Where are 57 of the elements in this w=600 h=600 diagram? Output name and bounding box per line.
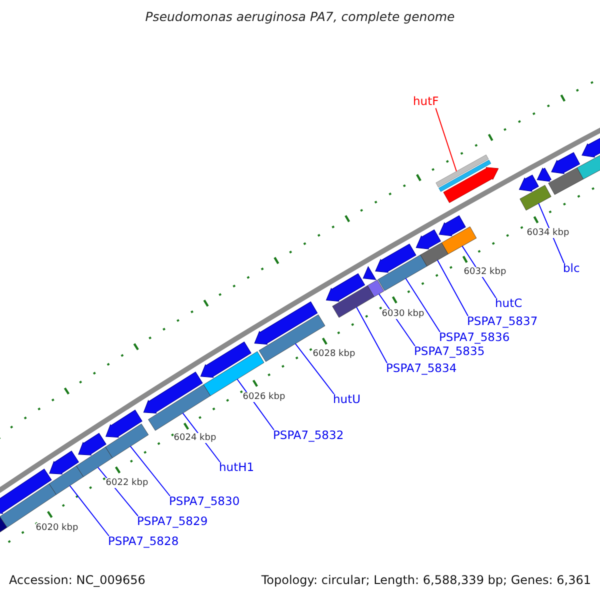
gene-bar [420, 242, 448, 266]
gene-bar [105, 424, 149, 458]
gene-bar [378, 254, 428, 291]
gene-feature [78, 432, 106, 456]
gene-label: PSPA7_5832 [273, 429, 344, 442]
gene-bar [367, 280, 384, 297]
gene-label: hutU [333, 393, 361, 406]
leader-line [69, 485, 110, 536]
gene-label: PSPA7_5835 [414, 345, 485, 358]
gene-feature [416, 229, 441, 250]
gene-bar [332, 285, 374, 318]
gene-label: PSPA7_5836 [439, 331, 510, 344]
gene-bar [520, 185, 552, 210]
gene-feature [536, 167, 552, 182]
gene-feature [375, 244, 416, 273]
gene-feature [362, 266, 376, 280]
gene-label: PSPA7_5828 [108, 535, 179, 548]
gene-feature [518, 174, 539, 192]
leader-line [294, 343, 334, 394]
gene-label: PSPA7_5829 [137, 515, 208, 528]
gene-feature [254, 301, 318, 345]
gene-label: PSPA7_5837 [467, 315, 538, 328]
gene-bar [48, 466, 84, 495]
leader-line [436, 260, 468, 316]
gene-label: hutH1 [219, 461, 254, 474]
diagram-title: Pseudomonas aeruginosa PA7, complete genome [144, 10, 456, 24]
gene-bar [441, 226, 477, 254]
leader-line [405, 278, 440, 332]
gene-feature [105, 410, 142, 438]
gene-feature [49, 450, 80, 474]
gene-bar [436, 154, 499, 203]
scale-label: 6022 kbp [106, 478, 148, 488]
gene-feature [200, 341, 252, 378]
gene-feature [0, 468, 52, 514]
scale-label: 6020 kbp [36, 523, 78, 534]
gene-label: hutC [495, 297, 522, 310]
gene-label: PSPA7_5834 [386, 362, 457, 376]
scale-label: 6026 kbp [242, 392, 286, 402]
leader-line [356, 306, 388, 364]
gene-feature [326, 273, 366, 302]
scale-label: 6024 kbp [174, 433, 216, 444]
leader-line [130, 446, 170, 496]
gene-label: hutF [413, 95, 439, 108]
gene-feature [551, 152, 580, 174]
scale-label: 6032 kbp [464, 267, 506, 278]
gene-bar [76, 446, 113, 477]
gene-label: PSPA7_5830 [169, 495, 240, 508]
gene-feature [438, 215, 466, 236]
scale-label: 6030 kbp [382, 309, 424, 320]
gene-bar [148, 384, 211, 431]
accession-text: Accession: NC_009656 [9, 574, 146, 588]
gene-label: blc [563, 262, 580, 276]
gene-feature [143, 372, 203, 414]
genome-summary-text: Topology: circular; Length: 6,588,339 bp; Genes: 6,361 [261, 574, 591, 588]
scale-label: 6034 kbp [526, 228, 570, 238]
gene-bar [548, 168, 584, 195]
scale-label: 6028 kbp [312, 349, 356, 360]
